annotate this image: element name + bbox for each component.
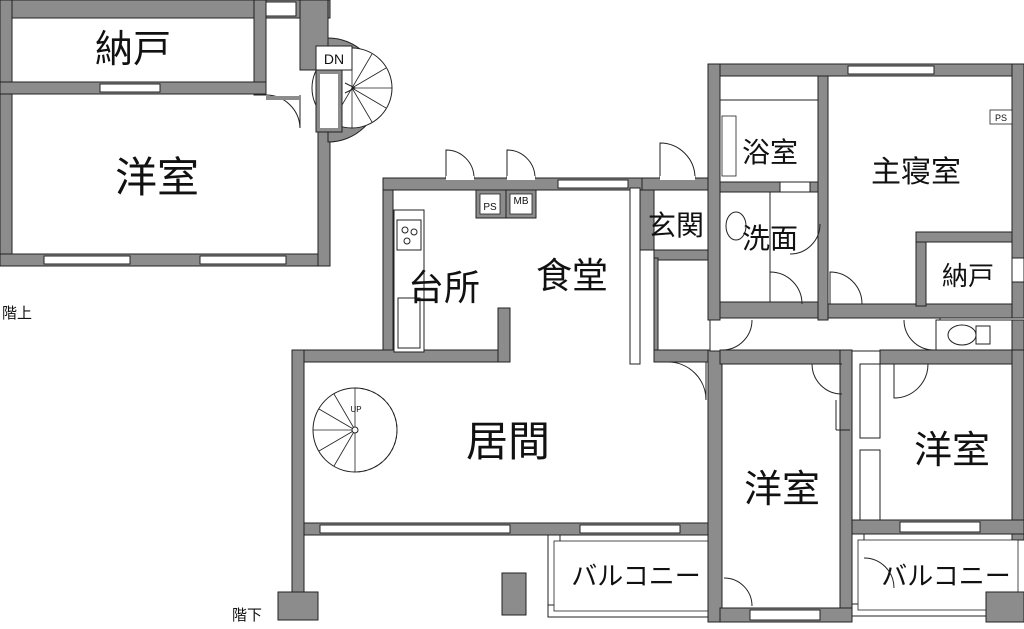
floor-label-upper: 階上: [2, 304, 32, 322]
floor-label-lower: 階下: [232, 606, 262, 624]
room-balcony-left: バルコニー: [571, 562, 700, 592]
room-entrance: 玄関: [648, 209, 704, 242]
room-western-center: 洋室: [744, 467, 820, 511]
upper-floor-block: DN 納戸 洋室 階上: [0, 0, 393, 322]
room-storage-closet: 納戸: [942, 262, 994, 292]
dn-mark: DN: [324, 51, 344, 67]
room-balcony-right: バルコニー: [881, 562, 1010, 592]
spiral-stair-lower: [312, 387, 398, 473]
room-washroom: 洗面: [742, 222, 798, 255]
ps-master-mark: PS: [995, 113, 1007, 123]
room-living: 居間: [466, 417, 550, 466]
up-mark: UP: [350, 405, 361, 414]
room-master-bedroom: 主寝室: [871, 155, 961, 190]
room-western-upper: 洋室: [115, 153, 199, 202]
main-floor-block: PS MB: [232, 63, 1024, 624]
room-dining: 食堂: [536, 256, 608, 297]
room-storage-upper: 納戸: [95, 27, 171, 71]
room-kitchen: 台所: [408, 268, 480, 309]
room-western-right: 洋室: [914, 428, 990, 472]
mb-mark: MB: [514, 196, 529, 207]
ps-kitchen-mark: PS: [483, 202, 497, 213]
room-bath: 浴室: [742, 136, 798, 169]
